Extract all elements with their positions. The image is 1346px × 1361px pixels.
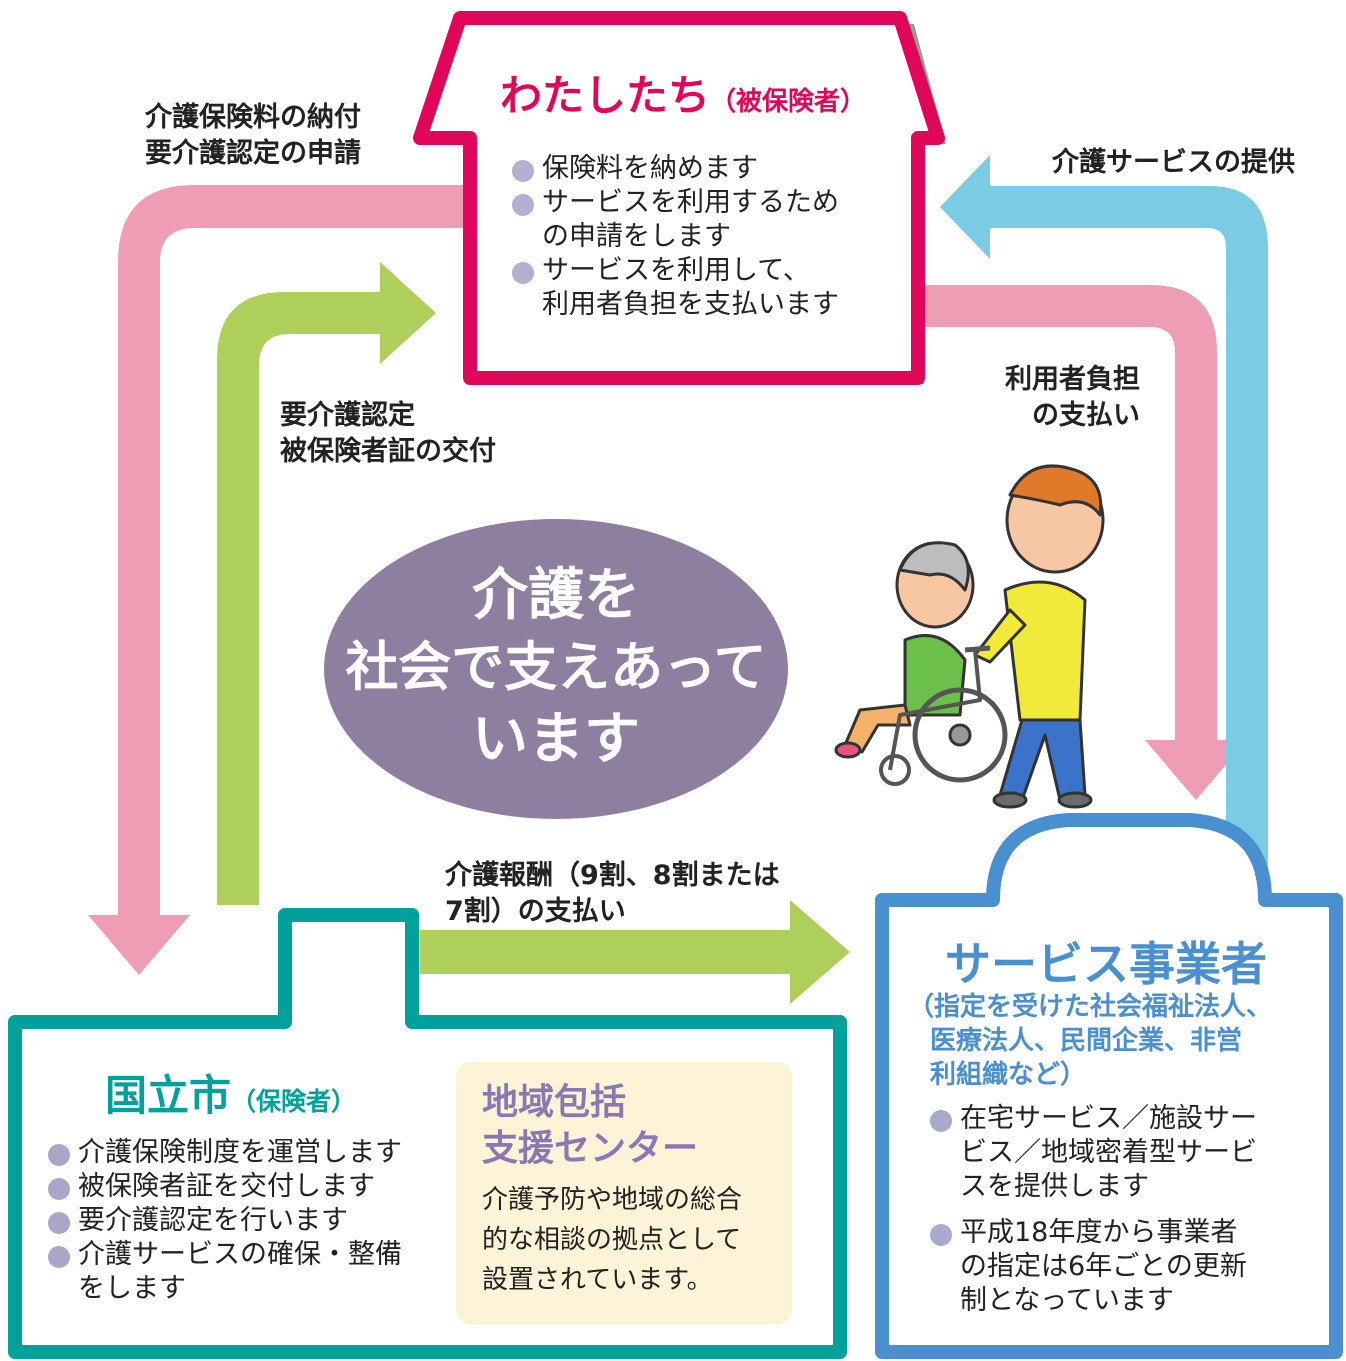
- support-center-text-line-1: 介護予防や地域の総合: [482, 1185, 743, 1215]
- provider-items: 在宅サービス／施設サー ビス／地域密着型サービ スを提供します 平成18年度から…: [930, 1102, 1257, 1318]
- certification-flow-arrow: [217, 262, 436, 905]
- insurer-title: 国立市: [105, 1071, 232, 1120]
- insured-item-continuation: の申請をします: [512, 220, 839, 254]
- insurer-items: 介護保険制度を運営します 被保険者証を交付します 要介護認定を行います 介護サー…: [48, 1136, 402, 1306]
- insurer-item-text: 介護サービスの確保・整備: [78, 1239, 402, 1270]
- bullet-icon: [512, 262, 534, 284]
- insurer-item-continuation: をします: [48, 1272, 402, 1306]
- insured-item-text: の申請をします: [542, 221, 731, 252]
- provider-title: サービス事業者: [945, 937, 1267, 991]
- provider-item-continuation: ビス／地域密着型サービ: [930, 1136, 1257, 1170]
- support-center-text-line-2: 的な相談の拠点として: [482, 1225, 742, 1255]
- copay-flow-label-line-2: の支払い: [1032, 400, 1140, 431]
- support-center-text: 介護予防や地域の総合 的な相談の拠点として 設置されています。: [482, 1180, 742, 1300]
- bullet-icon: [48, 1178, 70, 1200]
- insured-subtitle: （被保険者）: [710, 87, 867, 117]
- insured-item-continuation: 利用者負担を支払います: [512, 288, 839, 322]
- insured-item-text: 利用者負担を支払います: [542, 289, 839, 320]
- provider-subtitle: （指定を受けた社会福祉法人、 医療法人、民間企業、非営 利組織など）: [908, 990, 1272, 1092]
- insurer-item: 要介護認定を行います: [48, 1204, 402, 1238]
- insurer-item-text: 被保険者証を交付します: [78, 1171, 375, 1202]
- provider-building: [875, 813, 1343, 1359]
- center-message-line-3: います: [472, 707, 640, 772]
- copay-flow-label-line-1: 利用者負担: [1005, 364, 1140, 395]
- certification-flow-label: 要介護認定 被保険者証の交付: [280, 398, 496, 470]
- provider-item: 平成18年度から事業者: [930, 1216, 1257, 1250]
- premium-flow-label-line-2: 要介護認定の申請: [145, 138, 361, 169]
- center-message-line-2: 社会で支えあって: [345, 637, 767, 698]
- insured-item-text: サービスを利用するため: [542, 187, 839, 218]
- support-center-text-line-3: 設置されています。: [482, 1265, 713, 1295]
- reward-flow-arrow: [420, 900, 850, 1004]
- provider-item-continuation: の指定は6年ごとの更新: [930, 1250, 1257, 1284]
- bullet-icon: [48, 1246, 70, 1268]
- provider-item-text: 平成18年度から事業者: [960, 1217, 1238, 1248]
- insured-item-text: 保険料を納めます: [542, 153, 758, 184]
- insurer-title-row: 国立市（保険者）: [105, 1062, 356, 1123]
- insured-title: わたしたち: [500, 71, 711, 120]
- support-center-title: 地域包括 支援センター: [482, 1080, 698, 1172]
- bullet-icon: [48, 1212, 70, 1234]
- support-center-panel: [456, 1062, 792, 1324]
- provider-item-text: 在宅サービス／施設サー: [960, 1103, 1257, 1134]
- insurer-item: 被保険者証を交付します: [48, 1170, 402, 1204]
- support-center-title-line-1: 地域包括: [482, 1082, 627, 1123]
- insured-item: 保険料を納めます: [512, 152, 839, 186]
- bullet-icon: [512, 194, 534, 216]
- provider-item-continuation: 制となっています: [930, 1284, 1257, 1318]
- provider-item-continuation: スを提供します: [930, 1170, 1257, 1204]
- support-center-title-line-2: 支援センター: [482, 1128, 699, 1169]
- premium-flow-label-line-1: 介護保険料の納付: [145, 102, 361, 133]
- service-flow-label: 介護サービスの提供: [1052, 145, 1295, 181]
- provider-subtitle-line-2: 医療法人、民間企業、非営: [930, 1026, 1243, 1056]
- provider-item-text: の指定は6年ごとの更新: [960, 1251, 1247, 1282]
- provider-item-text: スを提供します: [960, 1171, 1149, 1202]
- center-message: 介護を 社会で支えあって います: [324, 560, 788, 776]
- premium-flow-label: 介護保険料の納付 要介護認定の申請: [145, 100, 361, 172]
- copay-flow-arrow: [918, 285, 1247, 800]
- center-message-line-1: 介護を: [472, 563, 640, 628]
- insured-item: サービスを利用して、: [512, 254, 839, 288]
- certification-flow-label-line-2: 被保険者証の交付: [280, 436, 496, 467]
- insurer-item: 介護サービスの確保・整備: [48, 1238, 402, 1272]
- insured-items: 保険料を納めます サービスを利用するため の申請をします サービスを利用して、 …: [512, 152, 839, 322]
- insurer-item-text: をします: [78, 1273, 186, 1304]
- insurer-item: 介護保険制度を運営します: [48, 1136, 402, 1170]
- provider-item: 在宅サービス／施設サー: [930, 1102, 1257, 1136]
- bullet-icon: [930, 1224, 952, 1246]
- insured-title-row: わたしたち（被保険者）: [500, 62, 866, 123]
- insured-item: サービスを利用するため: [512, 186, 839, 220]
- provider-item-text: ビス／地域密着型サービ: [960, 1137, 1257, 1168]
- premium-flow-arrow: [88, 185, 470, 975]
- insurer-item-text: 介護保険制度を運営します: [78, 1137, 402, 1168]
- bullet-icon: [48, 1144, 70, 1166]
- certification-flow-label-line-1: 要介護認定: [280, 400, 415, 431]
- insured-house: [413, 11, 946, 385]
- reward-flow-label: 介護報酬（9割、8割または 7割）の支払い: [445, 858, 780, 930]
- copay-flow-label: 利用者負担 の支払い: [998, 362, 1140, 434]
- service-flow-label-line-1: 介護サービスの提供: [1052, 147, 1295, 178]
- service-flow-arrow: [940, 155, 1268, 895]
- bullet-icon: [930, 1110, 952, 1132]
- provider-item-text: 制となっています: [960, 1285, 1174, 1316]
- caregiver-wheelchair-illustration: [834, 464, 1105, 809]
- provider-subtitle-line-3: 利組織など）: [930, 1060, 1087, 1090]
- provider-subtitle-line-1: （指定を受けた社会福祉法人、: [908, 992, 1273, 1022]
- bullet-icon: [512, 160, 534, 182]
- reward-flow-label-line-1: 介護報酬（9割、8割または: [445, 860, 780, 891]
- insurer-subtitle: （保険者）: [231, 1087, 357, 1116]
- center-message-ellipse: [324, 519, 788, 819]
- insurer-item-text: 要介護認定を行います: [78, 1205, 348, 1236]
- insured-item-text: サービスを利用して、: [542, 255, 810, 286]
- reward-flow-label-line-2: 7割）の支払い: [445, 896, 626, 927]
